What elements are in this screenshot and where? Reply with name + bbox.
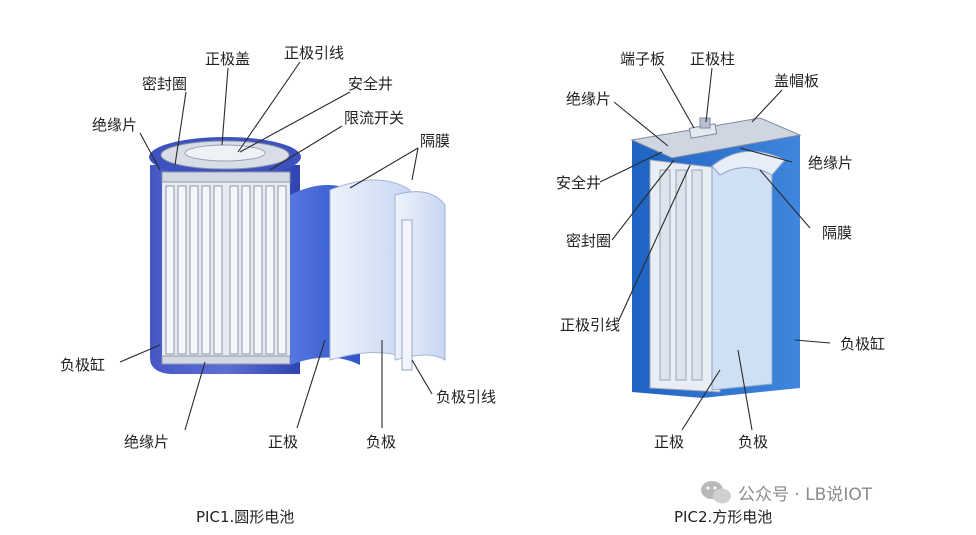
inner-layer-a <box>659 169 671 381</box>
label-insulator-right: 绝缘片 <box>808 154 853 172</box>
inner-layer-c <box>691 169 703 381</box>
label-seal-ring-left: 密封圈 <box>142 75 187 93</box>
label-current-limit-switch: 限流开关 <box>344 109 404 127</box>
label-safety-vent-left: 安全井 <box>348 75 393 93</box>
label-positive-electrode-right: 正极 <box>654 433 684 451</box>
label-cap-plate: 盖帽板 <box>774 72 819 90</box>
label-safety-vent-right: 安全井 <box>556 174 601 192</box>
label-negative-can-left: 负极缸 <box>60 356 105 374</box>
label-positive-tab-right: 正极引线 <box>560 316 620 334</box>
cylindrical-cell-illustration <box>149 137 446 374</box>
label-negative-tab-left: 负极引线 <box>436 388 496 406</box>
label-negative-electrode-right: 负极 <box>738 433 768 451</box>
label-insulator-top-right: 绝缘片 <box>566 90 611 108</box>
label-positive-electrode-left: 正极 <box>268 433 298 451</box>
prismatic-cell-illustration <box>630 117 802 398</box>
label-separator-left: 隔膜 <box>420 132 450 150</box>
safety-vent-shape <box>184 144 266 162</box>
right-leader-lines <box>599 67 831 431</box>
label-insulator-bottom-left: 绝缘片 <box>124 433 169 451</box>
label-negative-can-right: 负极缸 <box>840 335 885 353</box>
wechat-icon <box>701 481 731 504</box>
bottom-insulator-plate <box>161 355 291 365</box>
label-positive-tab-left: 正极引线 <box>284 44 344 62</box>
left-leader-lines <box>119 61 433 431</box>
label-insulator-top-left: 绝缘片 <box>92 116 137 134</box>
caption-left: PIC1.圆形电池 <box>196 508 294 526</box>
label-terminal-plate: 端子板 <box>620 50 665 68</box>
top-insulator-plate <box>161 171 291 183</box>
caption-right: PIC2.方形电池 <box>674 508 772 526</box>
label-positive-cap: 正极盖 <box>205 50 250 68</box>
label-seal-ring-right: 密封圈 <box>566 232 611 250</box>
label-positive-post: 正极柱 <box>690 50 735 68</box>
watermark-text: 公众号 · LB说IOT <box>738 485 873 505</box>
cap-plate-shape <box>630 117 802 159</box>
negative-tab-strip <box>401 219 413 371</box>
electrode-layers <box>165 185 287 355</box>
label-separator-right: 隔膜 <box>822 224 852 242</box>
positive-post-shape <box>699 117 711 129</box>
prismatic-electrode-roll <box>711 157 773 391</box>
label-negative-electrode-left: 负极 <box>366 433 396 451</box>
inner-layer-b <box>675 169 687 381</box>
